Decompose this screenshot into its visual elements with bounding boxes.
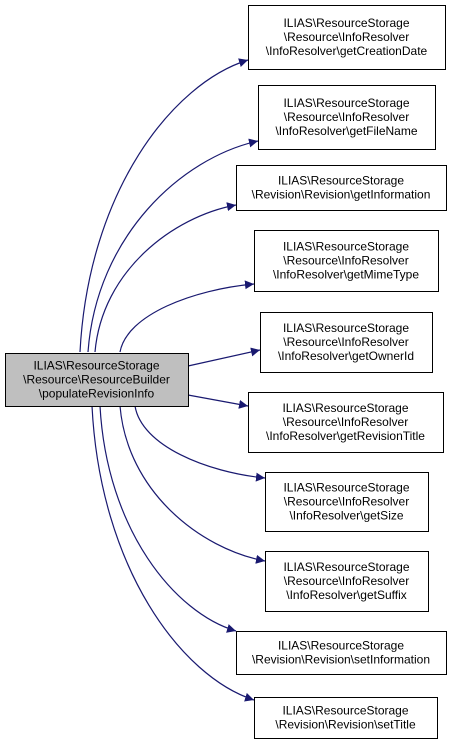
target-node-get-revision-title[interactable]: ILIAS\ResourceStorage\Resource\InfoResol…: [248, 392, 444, 453]
target-node-set-information[interactable]: ILIAS\ResourceStorage\Revision\Revision\…: [236, 631, 447, 675]
target-node-get-revision-title-line-1: ILIAS\ResourceStorage: [282, 401, 408, 415]
target-node-get-information-line-1: ILIAS\ResourceStorage: [278, 174, 404, 188]
source-node-populate-revision-info[interactable]: ILIAS\ResourceStorage\Resource\ResourceB…: [5, 353, 189, 407]
target-node-get-creation-date-line-3: \InfoResolver\getCreationDate: [266, 44, 428, 58]
target-node-get-creation-date-line-1: ILIAS\ResourceStorage: [283, 16, 409, 30]
target-node-get-suffix[interactable]: ILIAS\ResourceStorage\Resource\InfoResol…: [265, 551, 429, 612]
target-node-set-title-box: [254, 697, 438, 739]
target-node-get-revision-title-line-3: \InfoResolver\getRevisionTitle: [266, 429, 425, 443]
target-node-get-information-line-2: \Revision\Revision\getInformation: [252, 188, 431, 202]
target-node-get-owner-id-line-3: \InfoResolver\getOwnerId: [278, 349, 414, 363]
target-node-get-mime-type-line-2: \Resource\InfoResolver: [283, 254, 408, 268]
nodes: ILIAS\ResourceStorage\Resource\ResourceB…: [5, 5, 447, 739]
target-node-get-size-line-1: ILIAS\ResourceStorage: [283, 481, 409, 495]
target-node-get-revision-title-box: [248, 392, 444, 453]
target-node-get-suffix-line-3: \InfoResolver\getSuffix: [286, 588, 407, 602]
target-node-get-file-name-line-1: ILIAS\ResourceStorage: [283, 96, 409, 110]
target-node-get-mime-type-line-3: \InfoResolver\getMimeType: [273, 268, 419, 282]
target-node-get-creation-date[interactable]: ILIAS\ResourceStorage\Resource\InfoResol…: [248, 5, 446, 70]
target-node-get-mime-type-line-1: ILIAS\ResourceStorage: [283, 240, 409, 254]
edge-to-getMimeType: [119, 280, 255, 353]
target-node-get-suffix-line-1: ILIAS\ResourceStorage: [283, 560, 409, 574]
target-node-get-creation-date-box: [248, 5, 446, 70]
target-node-get-owner-id-line-2: \Resource\InfoResolver: [283, 335, 408, 349]
edge-to-setTitle: [91, 405, 255, 702]
source-node-populate-revision-info-box: [5, 353, 189, 407]
target-node-get-suffix-line-2: \Resource\InfoResolver: [284, 574, 409, 588]
target-node-set-title-line-2: \Revision\Revision\setTitle: [275, 718, 416, 732]
target-node-get-suffix-box: [265, 551, 429, 612]
target-node-get-file-name-box: [258, 85, 436, 150]
target-node-get-mime-type[interactable]: ILIAS\ResourceStorage\Resource\InfoResol…: [254, 230, 439, 292]
target-node-get-mime-type-box: [254, 230, 439, 292]
target-node-get-owner-id-line-1: ILIAS\ResourceStorage: [283, 321, 409, 335]
target-node-set-information-line-2: \Revision\Revision\setInformation: [252, 653, 430, 667]
source-node-populate-revision-info-line-1: ILIAS\ResourceStorage: [33, 359, 159, 373]
edge-to-getSize: [134, 405, 266, 482]
target-node-get-creation-date-line-2: \Resource\InfoResolver: [284, 30, 409, 44]
target-node-get-owner-id-box: [260, 312, 433, 373]
edge-to-getFileName: [87, 138, 259, 353]
edge-to-getSuffix: [119, 405, 266, 564]
target-node-get-size-box: [265, 472, 429, 532]
edges: [79, 58, 266, 702]
target-node-get-size[interactable]: ILIAS\ResourceStorage\Resource\InfoResol…: [265, 472, 429, 532]
target-node-get-revision-title-line-2: \Resource\InfoResolver: [283, 415, 408, 429]
target-node-get-owner-id[interactable]: ILIAS\ResourceStorage\Resource\InfoResol…: [260, 312, 433, 373]
edge-to-getCreationDate: [79, 58, 249, 353]
target-node-set-information-box: [236, 631, 447, 675]
target-node-set-title[interactable]: ILIAS\ResourceStorage\Revision\Revision\…: [254, 697, 438, 739]
source-node-populate-revision-info-line-2: \Resource\ResourceBuilder: [23, 373, 170, 387]
target-node-set-title-line-1: ILIAS\ResourceStorage: [282, 704, 408, 718]
edge-to-getInformation: [94, 202, 237, 353]
source-node-populate-revision-info-line-3: \populateRevisionInfo: [39, 387, 155, 401]
edge-to-getOwnerId: [187, 347, 261, 367]
target-node-get-file-name-line-2: \Resource\InfoResolver: [284, 110, 409, 124]
target-node-get-size-line-3: \InfoResolver\getSize: [289, 509, 403, 523]
target-node-get-information[interactable]: ILIAS\ResourceStorage\Revision\Revision\…: [236, 165, 447, 211]
target-node-get-file-name-line-3: \InfoResolver\getFileName: [275, 124, 417, 138]
target-node-get-size-line-2: \Resource\InfoResolver: [284, 495, 409, 509]
edge-to-setInformation: [99, 405, 237, 633]
edge-to-getRevisionTitle: [187, 394, 249, 409]
target-node-get-file-name[interactable]: ILIAS\ResourceStorage\Resource\InfoResol…: [258, 85, 436, 150]
target-node-get-information-box: [236, 165, 447, 211]
target-node-set-information-line-1: ILIAS\ResourceStorage: [278, 639, 404, 653]
